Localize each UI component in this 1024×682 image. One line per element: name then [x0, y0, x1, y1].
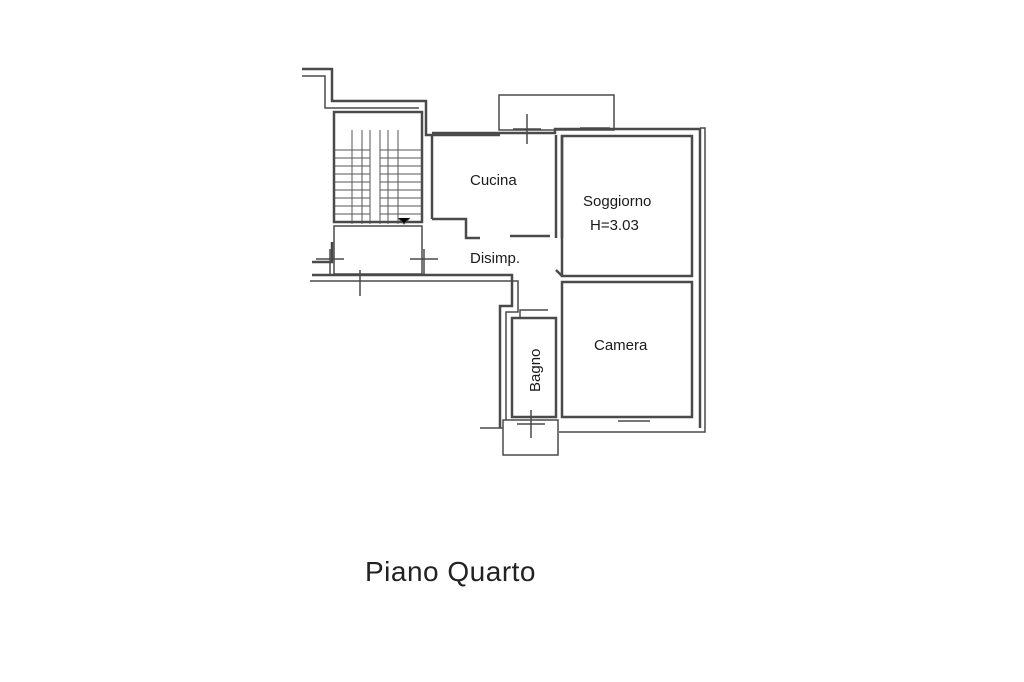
- room-label-disimpegno: Disimp.: [470, 250, 520, 267]
- staircase: [332, 110, 424, 275]
- room-label-soggiorno-height: H=3.03: [590, 217, 639, 234]
- interior-walls: [430, 134, 694, 419]
- room-label-camera: Camera: [594, 337, 648, 354]
- room-label-soggiorno: Soggiorno: [583, 193, 651, 210]
- outer-walls: [302, 67, 706, 456]
- floor-title: Piano Quarto: [365, 556, 536, 587]
- window-marks: [316, 114, 650, 438]
- room-label-cucina: Cucina: [470, 172, 517, 189]
- room-label-bagno: Bagno: [527, 349, 544, 392]
